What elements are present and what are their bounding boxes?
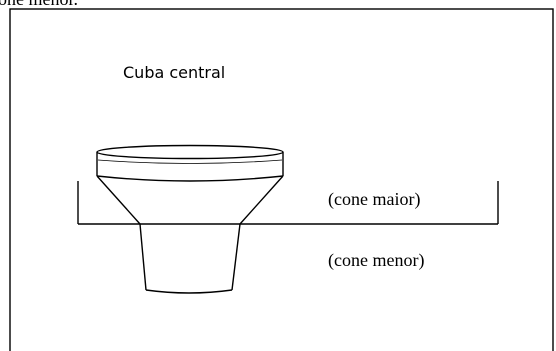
diagram-title: Cuba central [123,63,225,82]
separator-bracket [77,181,499,225]
lower-cone-label: (cone menor) [328,250,424,271]
figure-frame [9,8,554,351]
header-fragment: one menor. [0,0,78,9]
upper-cone-left-side [96,175,141,225]
upper-cone-right-side [239,175,284,225]
upper-cone-label: (cone maior) [328,189,420,210]
central-vessel [96,144,284,294]
lower-cone-right-side [231,223,241,291]
lower-cone-bottom [145,289,233,294]
lower-cone-left-side [139,223,147,291]
vessel-rim [96,144,284,160]
